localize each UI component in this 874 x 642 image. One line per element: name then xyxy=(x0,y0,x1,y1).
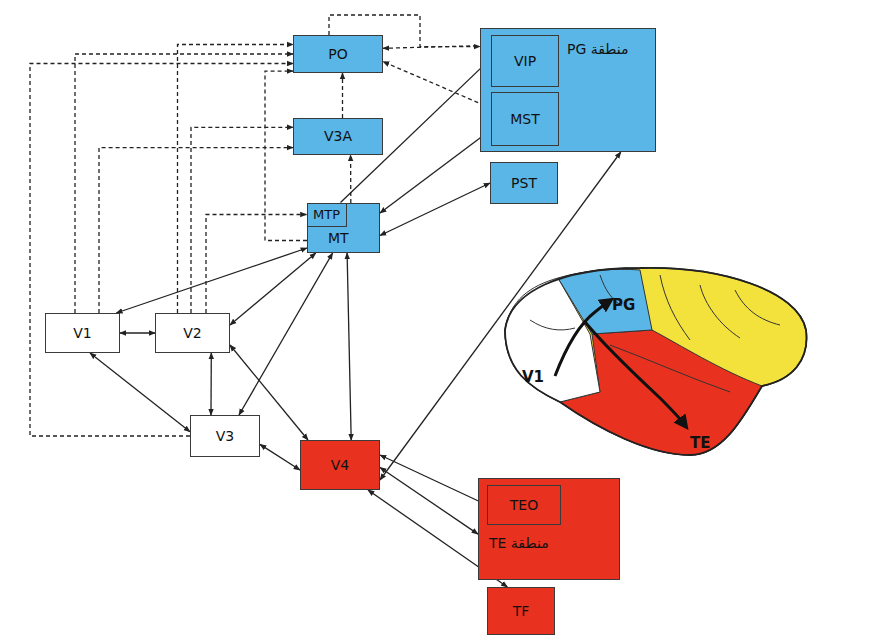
connector xyxy=(90,353,190,432)
connector xyxy=(380,468,478,535)
connector xyxy=(210,353,212,415)
connector xyxy=(260,444,300,470)
connector xyxy=(380,152,621,480)
area-name: PST xyxy=(511,175,537,192)
connector xyxy=(120,332,155,333)
brain-frontal xyxy=(505,268,807,455)
connector xyxy=(116,248,307,313)
dashed-connector xyxy=(350,155,351,203)
area-box: MST xyxy=(491,92,559,146)
dashed-connector xyxy=(178,45,294,314)
brain-area-label: V1 xyxy=(522,368,544,386)
area-name: MTP xyxy=(313,207,340,223)
area-name: TEO xyxy=(510,497,538,514)
connector xyxy=(380,130,491,213)
area-box: MT MTP xyxy=(307,203,380,253)
area-box: V4 xyxy=(300,440,380,490)
brain-sulci xyxy=(530,275,780,392)
brain-area-label: TE xyxy=(690,434,710,452)
area-name: V4 xyxy=(331,457,349,474)
area-name: TF xyxy=(513,603,530,620)
area-name: V2 xyxy=(183,325,201,342)
area-box: PO xyxy=(293,35,383,73)
area-name: منطقة PG xyxy=(567,41,629,58)
area-box: V1 xyxy=(45,313,120,353)
area-name: V3 xyxy=(216,428,234,445)
connector xyxy=(230,253,316,325)
area-name: V3A xyxy=(324,128,352,145)
connector xyxy=(380,455,487,505)
area-box: PST xyxy=(490,162,558,204)
area-name: VIP xyxy=(514,53,536,70)
brain-parietal xyxy=(558,269,652,334)
ventral-stream-arrow xyxy=(585,322,684,424)
area-box: V3 xyxy=(190,415,260,457)
brain-area-label: PG xyxy=(612,296,635,314)
dashed-connector xyxy=(206,215,307,314)
area-name: V1 xyxy=(73,325,91,342)
area-name: PO xyxy=(328,46,347,63)
area-name: MST xyxy=(510,111,540,128)
area-name: منطقة TE xyxy=(489,535,549,552)
area-box: V3A xyxy=(293,118,383,155)
dashed-connector xyxy=(75,54,293,313)
dashed-connector xyxy=(265,71,307,240)
area-box: VIP xyxy=(491,35,559,87)
dashed-connector xyxy=(30,64,293,437)
connector xyxy=(239,253,333,415)
area-box: MTP xyxy=(307,203,347,227)
dashed-connector xyxy=(99,148,293,313)
brain-outline xyxy=(505,268,807,455)
region-box: منطقة PG VIP MST xyxy=(480,28,656,152)
connector xyxy=(380,183,490,236)
dashed-connector xyxy=(383,62,491,109)
region-box: منطقة TE TEO xyxy=(478,478,620,580)
connector xyxy=(347,253,351,440)
area-name: MT xyxy=(328,230,349,247)
area-box: TEO xyxy=(487,485,561,525)
area-box: V2 xyxy=(155,313,230,353)
area-box: TF xyxy=(487,587,555,635)
dashed-connector xyxy=(342,73,343,118)
